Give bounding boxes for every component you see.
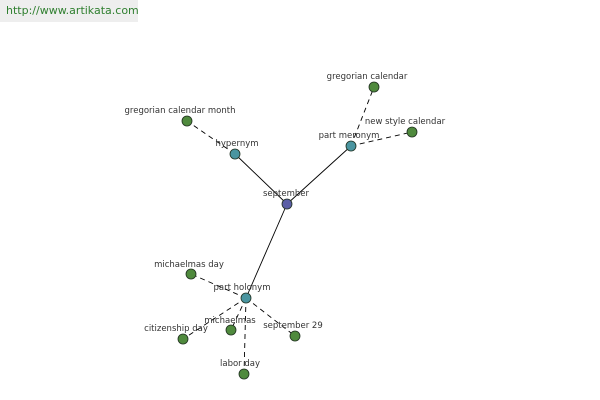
node-label-michaelmas: michaelmas — [204, 316, 256, 326]
node-label-gregorian-calendar: gregorian calendar — [327, 72, 408, 82]
node-layer — [177, 81, 418, 380]
node-hypernym[interactable] — [229, 148, 241, 160]
node-michaelmas[interactable] — [225, 324, 237, 336]
node-label-hypernym: hypernym — [215, 139, 258, 149]
edge-hypernym-to-gregorian-calendar-month — [186, 120, 236, 155]
node-label-gregorian-calendar-month: gregorian calendar month — [125, 106, 236, 116]
node-labor-day[interactable] — [238, 368, 250, 380]
node-citizenship-day[interactable] — [177, 333, 189, 345]
node-label-september-29: september 29 — [263, 321, 323, 331]
node-label-labor-day: labor day — [220, 359, 260, 369]
node-gregorian-calendar[interactable] — [368, 81, 380, 93]
node-label-citizenship-day: citizenship day — [144, 324, 208, 334]
edge-part-meronym-to-new-style-calendar — [350, 131, 413, 147]
node-label-september: september — [263, 189, 310, 199]
node-gregorian-calendar-month[interactable] — [181, 115, 193, 127]
node-label-new-style-calendar: new style calendar — [365, 117, 446, 127]
node-part-meronym[interactable] — [345, 140, 357, 152]
edge-part-holonym-to-labor-day — [243, 297, 247, 375]
node-label-part-meronym: part meronym — [319, 131, 380, 141]
edge-september-to-hypernym — [234, 153, 288, 205]
edge-part-holonym-to-citizenship-day — [182, 297, 247, 340]
node-september[interactable] — [281, 198, 293, 210]
edge-layer — [182, 86, 413, 375]
node-label-part-holonym: part holonym — [214, 283, 271, 293]
edge-part-holonym-to-michaelmas-day — [190, 273, 247, 299]
edge-september-to-part-holonym — [245, 203, 288, 299]
site-watermark: http://www.artikata.com — [0, 0, 139, 22]
edge-part-holonym-to-september-29 — [245, 297, 296, 337]
node-new-style-calendar[interactable] — [406, 126, 418, 138]
edge-september-to-part-meronym — [286, 145, 352, 205]
edge-part-meronym-to-gregorian-calendar — [350, 86, 375, 147]
node-michaelmas-day[interactable] — [185, 268, 197, 280]
node-september-29[interactable] — [289, 330, 301, 342]
label-layer: september hypernym part meronym part holony… — [125, 72, 446, 369]
edge-part-holonym-to-michaelmas — [230, 297, 247, 331]
node-part-holonym[interactable] — [240, 292, 252, 304]
node-label-michaelmas-day: michaelmas day — [154, 260, 224, 270]
